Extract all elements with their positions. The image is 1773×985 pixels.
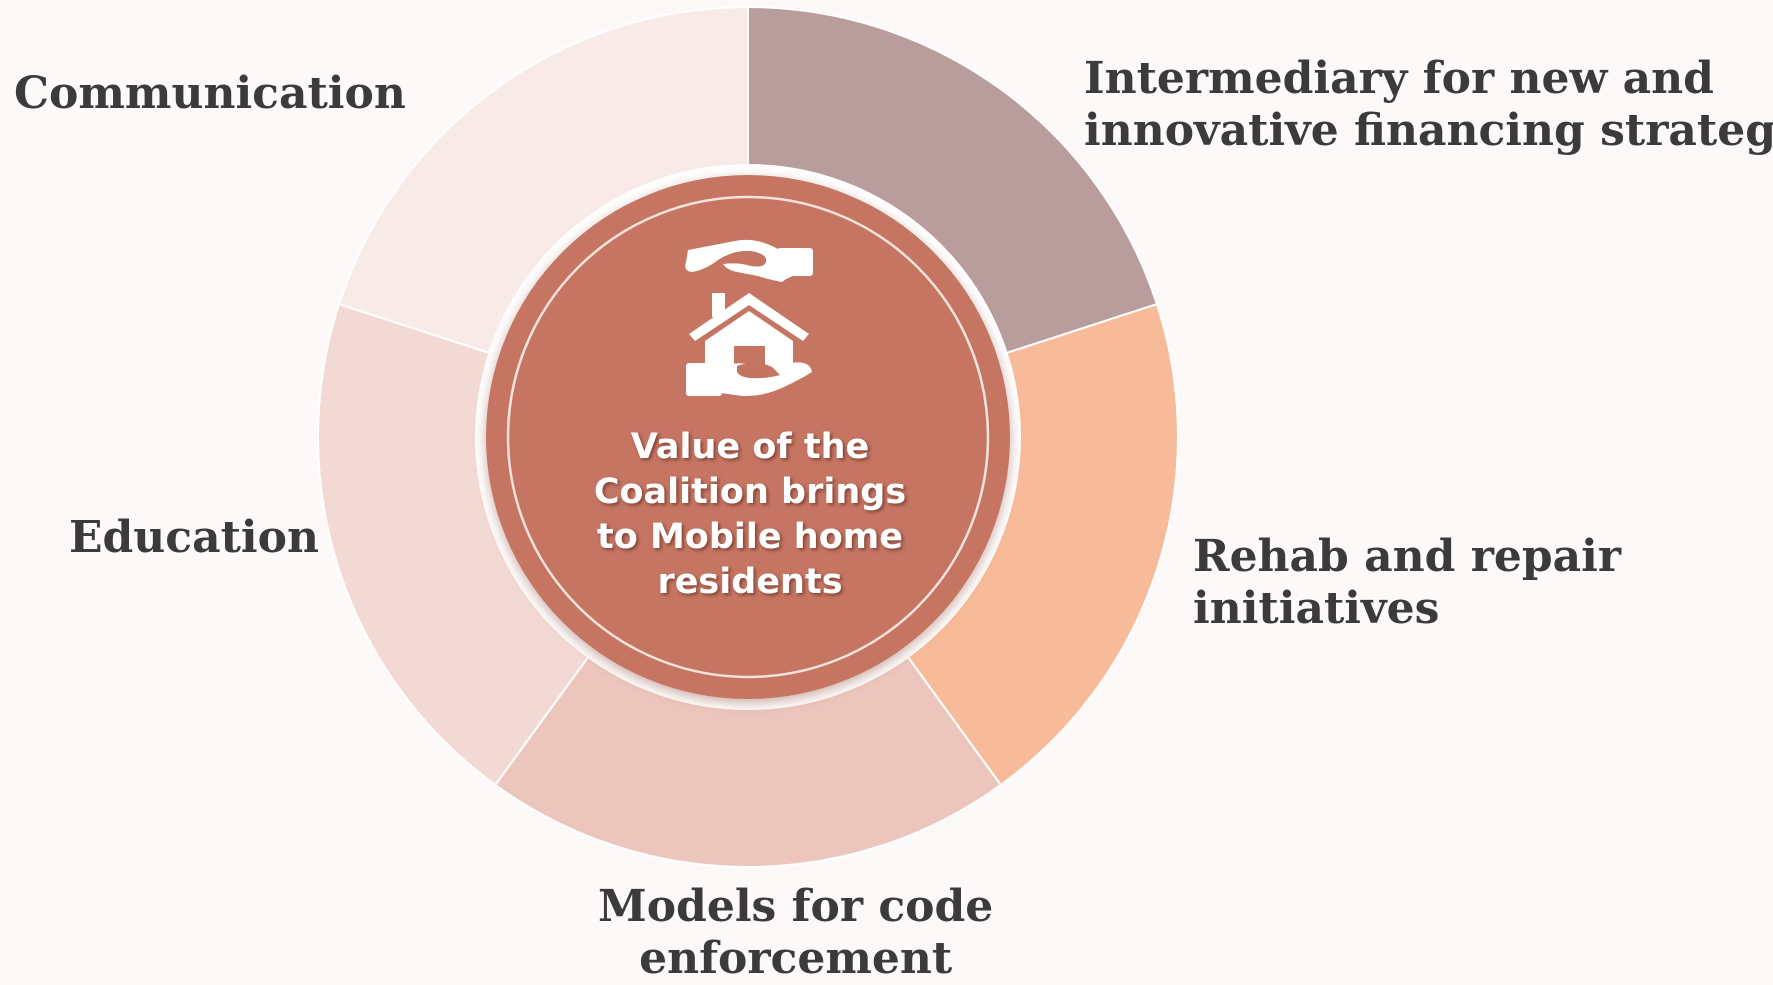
center-title-line-4: residents [657, 562, 843, 602]
center-title: Value of the Coalition brings to Mobile … [565, 425, 935, 605]
center-disc [486, 175, 1010, 699]
label-rehab-line-1: Rehab and repair [1193, 531, 1622, 582]
label-education-line-1: Education [69, 512, 319, 563]
label-code-line-1: Models for code [598, 881, 994, 932]
segment-ring [317, 5, 1179, 869]
label-code-enforcement: Models for code enforcement [598, 881, 993, 985]
label-financing-line-1: Intermediary for new and [1084, 53, 1714, 104]
label-communication: Communication [14, 68, 406, 120]
center-title-line-3: to Mobile home [597, 517, 903, 557]
label-rehab-line-2: initiatives [1193, 583, 1440, 634]
label-code-line-2: enforcement [639, 933, 953, 984]
label-rehab: Rehab and repair initiatives [1193, 531, 1621, 635]
label-education: Education [69, 512, 319, 564]
label-financing-line-2: innovative financing strategies [1084, 105, 1773, 156]
center-inner-ring [506, 195, 990, 679]
center-title-line-1: Value of the [630, 427, 870, 467]
label-financing: Intermediary for new and innovative fina… [1084, 53, 1773, 157]
label-communication-line-1: Communication [14, 68, 406, 119]
center-title-line-2: Coalition brings [593, 472, 907, 512]
hands-holding-house-icon [685, 239, 813, 397]
